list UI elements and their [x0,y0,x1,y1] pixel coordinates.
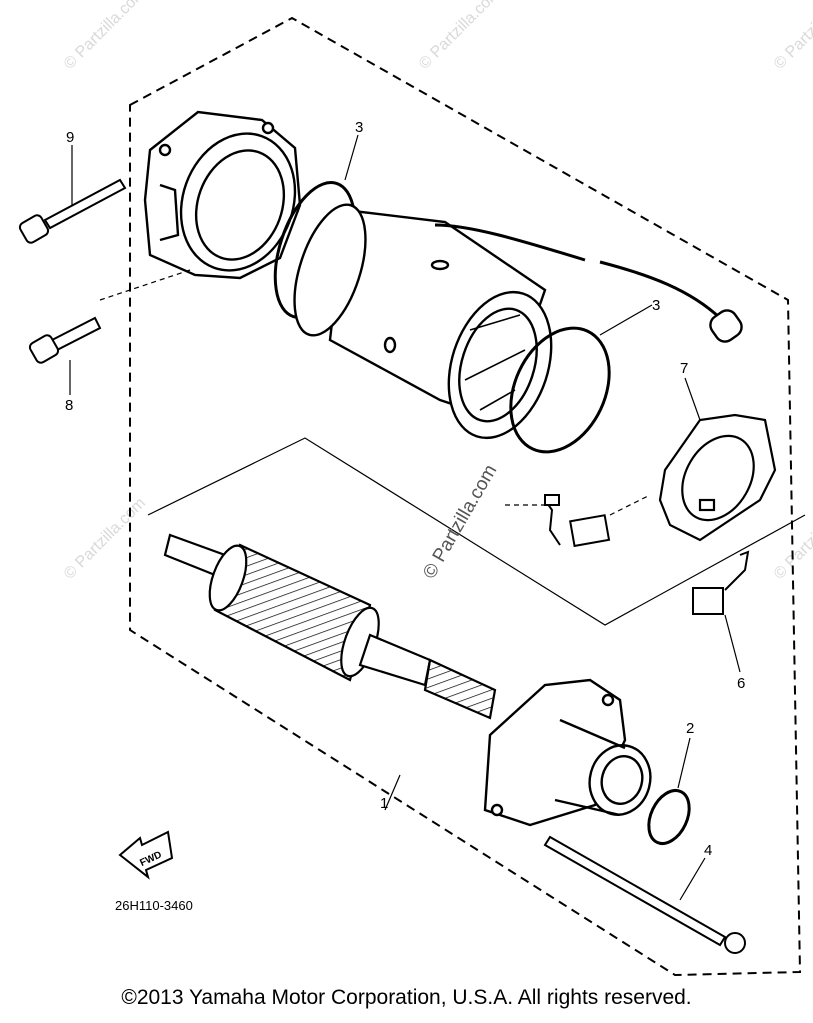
o-ring-bottom [509,326,611,454]
rear-cover [483,678,652,827]
brush-holder-plate [658,413,777,542]
bolt-9 [18,178,127,244]
brush-assembly [544,494,611,548]
callout-9: 9 [66,129,74,146]
callout-4: 4 [704,842,712,859]
copyright-notice: ©2013 Yamaha Motor Corporation, U.S.A. A… [121,986,692,1009]
leader-lines [69,134,741,901]
motor-yoke [293,203,743,440]
callout-3-bottom: 3 [652,297,660,314]
armature [163,533,497,720]
armature-boundary [147,437,806,626]
watermark: © Partzilla.com [61,495,149,583]
callout-2: 2 [686,720,694,737]
watermark: © Partzilla.com [416,0,504,73]
long-through-bolt [543,835,746,954]
fwd-arrow-icon: FWD [118,830,174,880]
front-cover [143,110,302,280]
callout-3-top: 3 [355,119,363,136]
watermark: © Partzilla.com [771,0,813,73]
brush-spring-6 [692,550,750,615]
watermark: © Partzilla.com [61,0,149,73]
bolt-8 [28,316,102,364]
callout-7: 7 [680,360,688,377]
callout-8: 8 [65,397,73,414]
callout-1: 1 [380,795,388,812]
main-watermark: © Partzilla.com [419,461,501,582]
drawing-code: 26H110-3460 [115,898,193,913]
o-ring-small [647,789,691,845]
callout-6: 6 [737,675,745,692]
assembly-boundary [129,16,802,977]
